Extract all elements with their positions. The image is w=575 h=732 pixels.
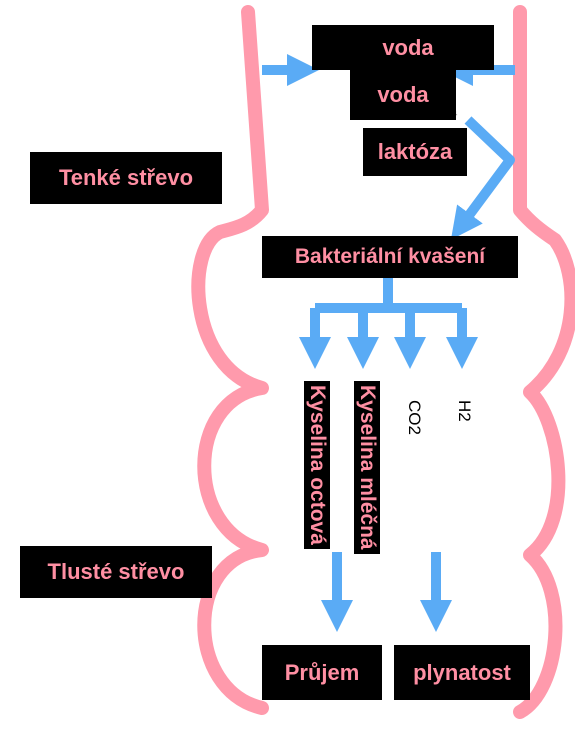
label-water-2: voda: [350, 70, 456, 120]
lactose-to-fermentation-arrow: [450, 116, 515, 240]
svg-text:¹: ¹: [454, 110, 458, 121]
fermentation-branch-connector: [315, 275, 462, 313]
label-flatulence: plynatost: [394, 645, 530, 700]
label-bacterial-fermentation: Bakteriální kvašení: [262, 236, 518, 278]
label-small-intestine: Tenké střevo: [30, 152, 222, 204]
label-diarrhea: Průjem: [262, 645, 382, 700]
label-lactic-acid: Kyselina mléčná: [354, 381, 380, 554]
label-co2: CO2: [405, 400, 424, 435]
intestine-wall-left: [191, 5, 269, 715]
label-large-intestine: Tlusté střevo: [20, 546, 212, 598]
label-acetic-acid: Kyselina octová: [304, 381, 330, 549]
label-lactose: laktóza: [363, 128, 467, 176]
label-h2: H2: [455, 400, 474, 422]
intestine-wall-right: [513, 5, 575, 719]
label-water-1: voda: [312, 25, 494, 70]
